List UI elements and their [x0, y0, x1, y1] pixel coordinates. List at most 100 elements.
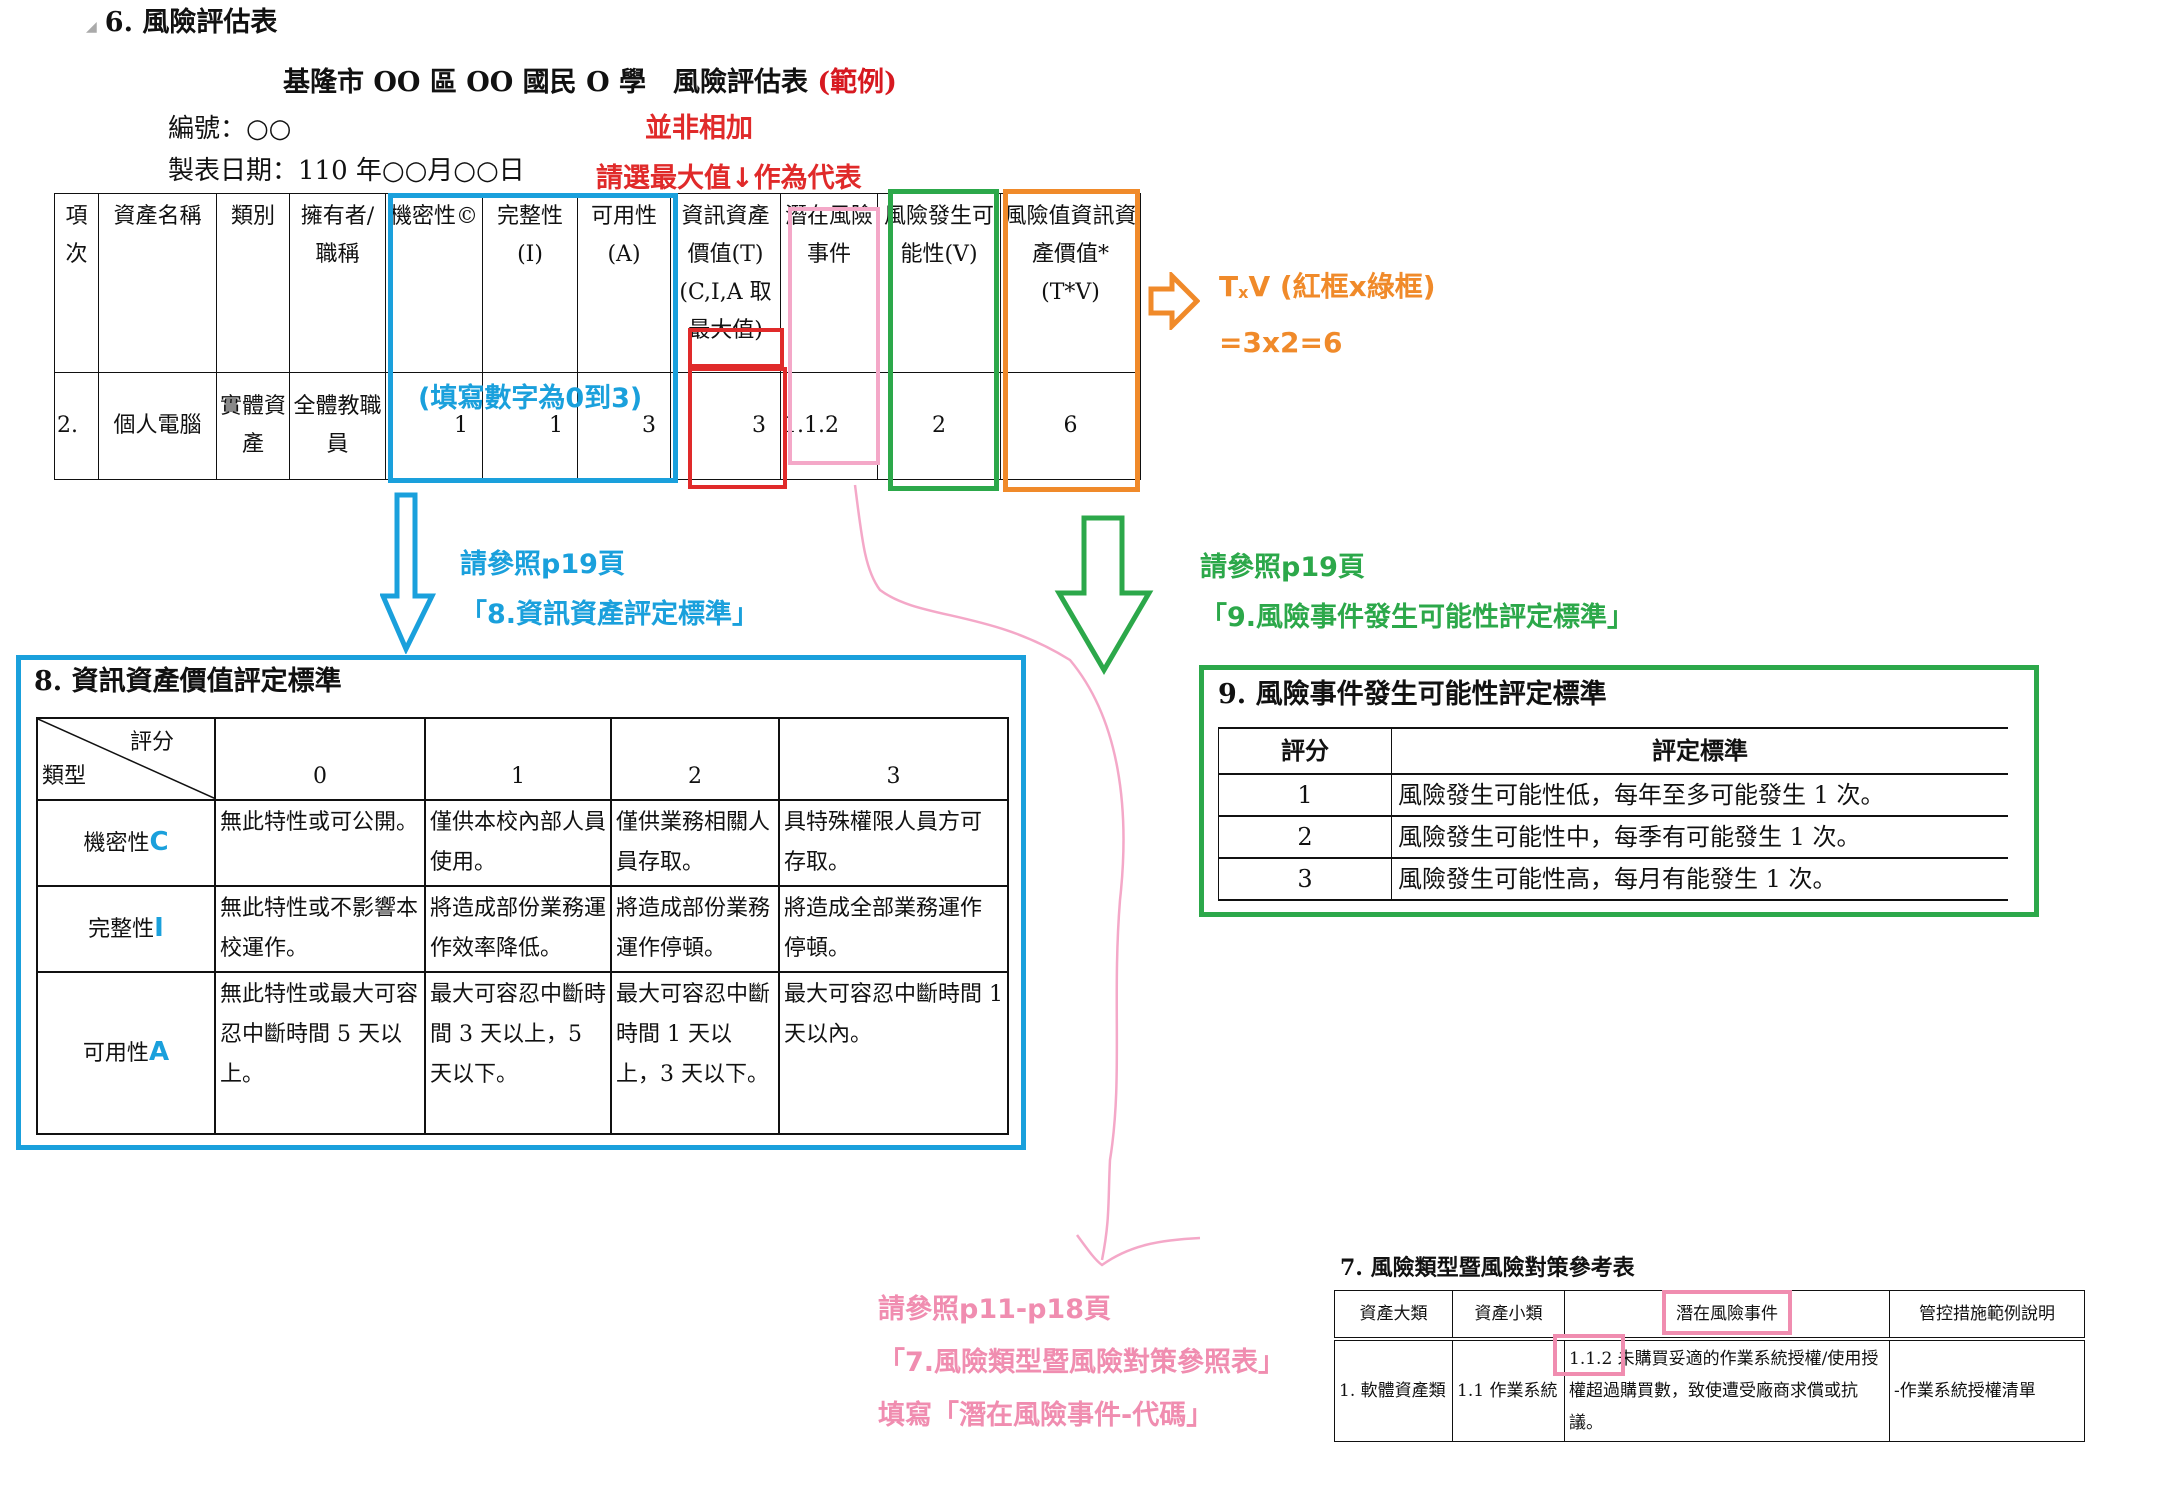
score-header: 3 [778, 717, 1009, 801]
ref7-page: 請參照p11-p18頁 [878, 1294, 1112, 1325]
score-header: 2 [610, 717, 780, 801]
criteria-cell: 無此特性或不影響本校運作。 [214, 885, 426, 973]
criteria-cell: 風險發生可能性中，每季有可能發生 1 次。 [1391, 815, 2008, 859]
cia-highlight-box [388, 193, 678, 483]
risk-event-text: 未購買妥適的作業系統授權/使用授權超過購買數，致使遭受廠商求償或抗議。 [1569, 1349, 1879, 1433]
section-7-title: 7. 風險類型暨風險對策參考表 [1340, 1255, 1635, 1281]
table-row: 2 風險發生可能性中，每季有可能發生 1 次。 [1218, 815, 2008, 859]
category-integrity: 完整性I [36, 885, 216, 973]
corner-score-label: 評分 [129, 730, 174, 755]
criteria-cell: 無此特性或最大可容忍中斷時間 5 天以上。 [214, 971, 426, 1135]
fill-range-note: (填寫數字為0到3) [418, 383, 643, 414]
criteria-cell: 具特殊權限人員方可存取。 [778, 799, 1009, 887]
document-title-text: 基隆市 OO 區 OO 國民 O 學 風險評估表 [283, 67, 818, 98]
txv-result: =3x2=6 [1219, 326, 1343, 359]
category-label: 完整性 [88, 917, 155, 942]
table-row: 1. 軟體資產類 1.1 作業系統 1.1.2 未購買妥適的作業系統授權/使用授… [1334, 1338, 2085, 1442]
cell-integrity[interactable]: 1 [482, 372, 578, 480]
cell-owner[interactable]: 全體教職員 [289, 372, 386, 480]
criteria-cell: 將造成部份業務運作停頓。 [610, 885, 780, 973]
cell-item-no[interactable]: 2. [54, 372, 99, 480]
category-letter: I [154, 913, 164, 943]
cell-asset-name[interactable]: 個人電腦 [98, 372, 217, 480]
ref7-title: 「7.風險類型暨風險對策參照表」 [878, 1347, 1286, 1378]
not-sum-note: 並非相加 [645, 113, 753, 144]
header-confidentiality: 機密性© [385, 193, 483, 373]
criteria-cell: 風險發生可能性低，每年至多可能發生 1 次。 [1391, 773, 2008, 817]
header-item-no: 項次 [54, 193, 99, 373]
ref7-instruction: 填寫「潛在風險事件-代碼」 [878, 1400, 1214, 1431]
txv-rest: V (紅框x綠框) [1248, 270, 1436, 303]
cell-confidentiality[interactable]: 1 [385, 372, 483, 480]
orange-right-arrow-icon [1148, 272, 1200, 330]
cell-risk-event: 1.1.2 未購買妥適的作業系統授權/使用授權超過購買數，致使遭受廠商求償或抗議… [1564, 1338, 1890, 1442]
cell-category[interactable]: 實體資產 [216, 372, 290, 480]
header-minor-category: 資產小類 [1452, 1290, 1565, 1341]
ref8-page: 請參照p19頁 [460, 549, 625, 580]
serial-number: 編號：○○ [168, 114, 292, 144]
section-6-heading-text: 6. 風險評估表 [104, 7, 278, 38]
table-row: 完整性I 無此特性或不影響本校運作。 將造成部份業務運作效率降低。 將造成部份業… [36, 885, 1009, 973]
section-9-frame [1199, 665, 2039, 917]
blue-down-arrow-icon [380, 492, 437, 654]
header-major-category: 資產大類 [1334, 1290, 1453, 1341]
pick-max-note: 請選最大值↓作為代表 [596, 163, 862, 194]
cell-major-category: 1. 軟體資產類 [1334, 1338, 1453, 1442]
cell-availability[interactable]: 3 [577, 372, 671, 480]
collapse-triangle-icon[interactable]: ◢ [86, 19, 97, 35]
header-control-measures: 管控措施範例說明 [1889, 1290, 2085, 1341]
score-header: 1 [424, 717, 612, 801]
section-7-reference-note: 請參照p11-p18頁 「7.風險類型暨風險對策參照表」 填寫「潛在風險事件-代… [878, 1283, 1285, 1442]
ref9-page: 請參照p19頁 [1200, 552, 1365, 583]
header-risk-event: 潛在風險事件 [1564, 1290, 1890, 1341]
asset-value-criteria-table: 評分 類型 0 1 2 3 機密性C 無此特性或可公開。 僅供本校內部人員使用。… [36, 717, 1009, 1135]
table-row: 2. 個人電腦 實體資產 全體教職員 1 1 3 3 1.1.2 2 6 [54, 372, 1141, 480]
likelihood-highlight-box [888, 189, 999, 491]
header-score: 評分 [1218, 727, 1392, 775]
category-label: 可用性 [82, 1041, 149, 1066]
example-label: (範例) [817, 67, 897, 98]
corner-type-label: 類型 [42, 764, 87, 789]
table-header-row: 評分 類型 0 1 2 3 [36, 717, 1009, 801]
pink-hand-drawn-arrow-icon [853, 484, 1201, 1267]
table-row: 1 風險發生可能性低，每年至多可能發生 1 次。 [1218, 773, 2008, 817]
criteria-cell: 僅供本校內部人員使用。 [424, 799, 612, 887]
risk-event-code-highlight-box [1553, 1334, 1625, 1376]
category-confidentiality: 機密性C [36, 799, 216, 887]
section-8-reference-note: 請參照p19頁 「8.資訊資產評定標準」 [460, 540, 759, 640]
category-letter: C [149, 827, 169, 857]
table-row: 可用性A 無此特性或最大可容忍中斷時間 5 天以上。 最大可容忍中斷時間 3 天… [36, 971, 1009, 1135]
txv-x: x [1238, 283, 1249, 302]
section-9-title: 9. 風險事件發生可能性評定標準 [1218, 679, 1607, 710]
section-6-heading: ◢ 6. 風險評估表 [86, 0, 277, 39]
header-asset-name: 資產名稱 [98, 193, 217, 373]
section-8-frame [16, 655, 1026, 1150]
criteria-cell: 最大可容忍中斷時間 1 天以內。 [778, 971, 1009, 1135]
cell-risk-value[interactable]: 6 [1000, 372, 1141, 480]
likelihood-criteria-table: 評分 評定標準 1 風險發生可能性低，每年至多可能發生 1 次。 2 風險發生可… [1218, 727, 2008, 901]
table-header-row: 資產大類 資產小類 潛在風險事件 管控措施範例說明 [1334, 1290, 2085, 1341]
risk-event-highlight-box [788, 207, 880, 465]
risk-event-code: 1.1.2 [1569, 1349, 1613, 1369]
asset-value-highlight-box [688, 367, 787, 489]
risk-value-highlight-box [1003, 189, 1140, 492]
table-row: 3 風險發生可能性高，每月有能發生 1 次。 [1218, 857, 2008, 901]
max-value-highlight-box [688, 328, 784, 368]
diagonal-corner-cell: 評分 類型 [36, 717, 216, 801]
criteria-cell: 將造成部份業務運作效率降低。 [424, 885, 612, 973]
cell-control-measures: -作業系統授權清單 [1889, 1338, 2085, 1442]
criteria-cell: 最大可容忍中斷時間 3 天以上，5 天以下。 [424, 971, 612, 1135]
header-risk-value: 風險值資訊資產價值*(T*V) [1000, 193, 1141, 373]
document-title: 基隆市 OO 區 OO 國民 O 學 風險評估表 (範例) [283, 60, 897, 99]
score-cell: 2 [1218, 815, 1392, 859]
score-cell: 1 [1218, 773, 1392, 817]
header-owner: 擁有者/職稱 [289, 193, 386, 373]
criteria-cell: 將造成全部業務運作停頓。 [778, 885, 1009, 973]
header-criteria: 評定標準 [1391, 727, 2008, 775]
creation-date: 製表日期：110 年○○月○○日 [168, 156, 525, 186]
score-cell: 3 [1218, 857, 1392, 901]
green-down-arrow-icon [1054, 515, 1154, 675]
header-asset-value-text: 資訊資產價值(T)(C,I,A 取 [679, 204, 772, 305]
category-letter: A [148, 1037, 170, 1067]
diagonal-line [38, 719, 216, 799]
